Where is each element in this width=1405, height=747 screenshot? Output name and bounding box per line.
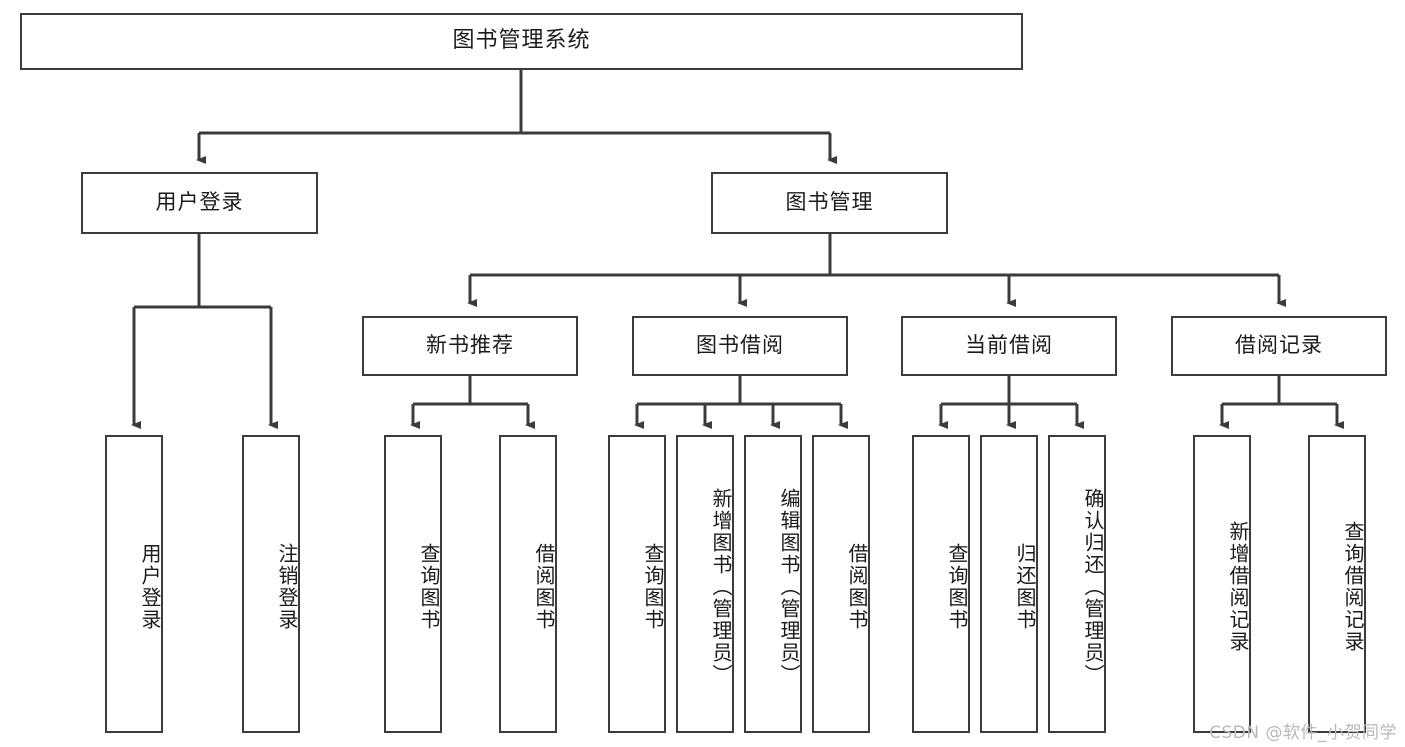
leaf-logout[interactable]: 注销登录 — [242, 435, 300, 733]
leaf-return-book[interactable]: 归还图书 — [980, 435, 1038, 733]
node-book-management[interactable]: 图书管理 — [711, 172, 948, 234]
leaf-add-borrow-record[interactable]: 新增借阅记录 — [1193, 435, 1251, 733]
leaf-edit-book-admin[interactable]: 编辑图书（管理员） — [744, 435, 802, 733]
leaf-user-login[interactable]: 用户登录 — [105, 435, 163, 733]
leaf-query-borrow-record[interactable]: 查询借阅记录 — [1308, 435, 1366, 733]
node-root-book-management-system[interactable]: 图书管理系统 — [20, 13, 1023, 70]
leaf-query-book-recommend[interactable]: 查询图书 — [384, 435, 442, 733]
node-new-book-recommend[interactable]: 新书推荐 — [362, 316, 578, 376]
leaf-borrow-book-recommend[interactable]: 借阅图书 — [499, 435, 557, 733]
leaf-query-book-current[interactable]: 查询图书 — [912, 435, 970, 733]
node-book-borrow[interactable]: 图书借阅 — [632, 316, 848, 376]
node-borrow-record[interactable]: 借阅记录 — [1171, 316, 1387, 376]
leaf-add-book-admin[interactable]: 新增图书（管理员） — [676, 435, 734, 733]
node-current-borrow[interactable]: 当前借阅 — [901, 316, 1117, 376]
leaf-borrow-book[interactable]: 借阅图书 — [812, 435, 870, 733]
node-user-login[interactable]: 用户登录 — [81, 172, 318, 234]
leaf-query-book-borrow[interactable]: 查询图书 — [608, 435, 666, 733]
leaf-confirm-return-admin[interactable]: 确认归还（管理员） — [1048, 435, 1106, 733]
watermark: CSDN @软件_小贺同学 — [1209, 723, 1397, 743]
